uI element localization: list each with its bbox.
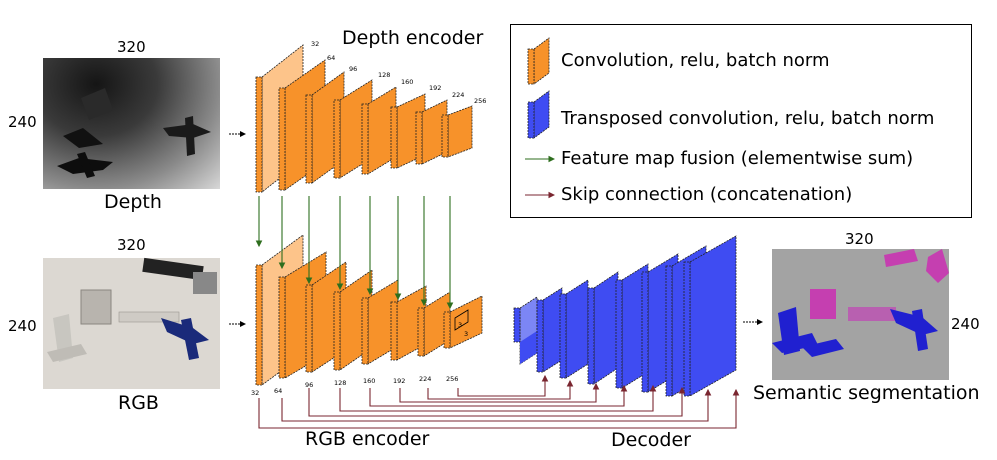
skip-connection-7 bbox=[427, 379, 574, 400]
decoder-block-3 bbox=[559, 279, 589, 379]
decoder-block-4 bbox=[587, 271, 619, 385]
depth-caption: Depth bbox=[104, 191, 162, 213]
output-caption: Semantic segmentation bbox=[753, 382, 980, 404]
legend-label-skip: Skip connection (concatenation) bbox=[561, 184, 853, 205]
depth-height-label: 240 bbox=[8, 113, 37, 131]
depth-input-image bbox=[43, 58, 220, 189]
depth-channel-label-3: 96 bbox=[349, 65, 358, 73]
rgb-channel-label-6: 192 bbox=[393, 377, 406, 385]
decoder-title: Decoder bbox=[611, 429, 691, 451]
depth-width-label: 320 bbox=[117, 38, 146, 56]
rgb-channel-label-8: 256 bbox=[446, 375, 459, 383]
output-width-label: 320 bbox=[845, 230, 874, 248]
depth-channel-label-4: 128 bbox=[378, 71, 391, 79]
rgb-channel-label-7: 224 bbox=[419, 375, 432, 383]
rgb-channel-label-5: 160 bbox=[363, 377, 376, 385]
rgb-encoder-title: RGB encoder bbox=[305, 428, 430, 450]
decoder-block-2 bbox=[536, 287, 563, 373]
depth-channel-label-6: 192 bbox=[429, 84, 442, 92]
depth-channel-label-8: 256 bbox=[474, 97, 487, 105]
legend-label-convolution: Convolution, relu, batch norm bbox=[561, 50, 830, 71]
skip-connection-5 bbox=[369, 384, 628, 407]
rgb-scene-graphic bbox=[47, 257, 217, 362]
rgb-kernel-label-1: 3 bbox=[458, 321, 463, 329]
fusion-arrows bbox=[255, 196, 454, 310]
rgb-encoder-block-8 bbox=[443, 295, 483, 349]
rgb-channel-label-1: 32 bbox=[251, 389, 260, 397]
rgb-channel-label-3: 96 bbox=[305, 381, 314, 389]
depth-airplanes-graphic bbox=[57, 88, 211, 178]
rgb-encoder-block-5 bbox=[361, 279, 399, 365]
rgb-input-image bbox=[43, 257, 220, 389]
skip-connection-3 bbox=[308, 386, 686, 417]
skip-connection-6 bbox=[399, 382, 600, 403]
skip-connection-2 bbox=[281, 388, 712, 422]
segmentation-output-image bbox=[772, 249, 949, 380]
rgb-caption: RGB bbox=[118, 392, 159, 414]
skip-connections bbox=[258, 374, 740, 429]
legend: Convolution, relu, batch norm Transposed… bbox=[510, 24, 972, 218]
depth-channel-label-1: 32 bbox=[311, 40, 320, 48]
legend-icons bbox=[525, 37, 556, 199]
skip-connection-1 bbox=[258, 388, 740, 429]
legend-label-transposed-convolution: Transposed convolution, relu, batch norm bbox=[561, 108, 935, 129]
depth-channel-label-2: 64 bbox=[327, 54, 336, 62]
rgb-height-label: 240 bbox=[8, 317, 37, 335]
segmentation-shapes-graphic bbox=[772, 249, 949, 357]
depth-channel-label-5: 160 bbox=[401, 78, 414, 86]
depth-channel-label-7: 224 bbox=[452, 91, 465, 99]
rgb-kernel-label-2: 3 bbox=[464, 330, 469, 338]
depth-encoder-title: Depth encoder bbox=[342, 27, 484, 49]
output-height-label: 240 bbox=[951, 315, 980, 333]
decoder-block-8 bbox=[683, 235, 737, 397]
rgb-width-label: 320 bbox=[117, 236, 146, 254]
orange-block-icon bbox=[527, 37, 550, 85]
rgb-channel-label-4: 128 bbox=[334, 379, 347, 387]
skip-connection-8 bbox=[457, 374, 549, 397]
rgb-channel-label-2: 64 bbox=[274, 387, 283, 395]
legend-label-fusion: Feature map fusion (elementwise sum) bbox=[561, 148, 914, 169]
decoder-block-1 bbox=[513, 296, 538, 365]
blue-block-icon bbox=[527, 90, 550, 139]
skip-connection-4 bbox=[339, 384, 657, 412]
depth-encoder-block-8 bbox=[441, 105, 473, 158]
